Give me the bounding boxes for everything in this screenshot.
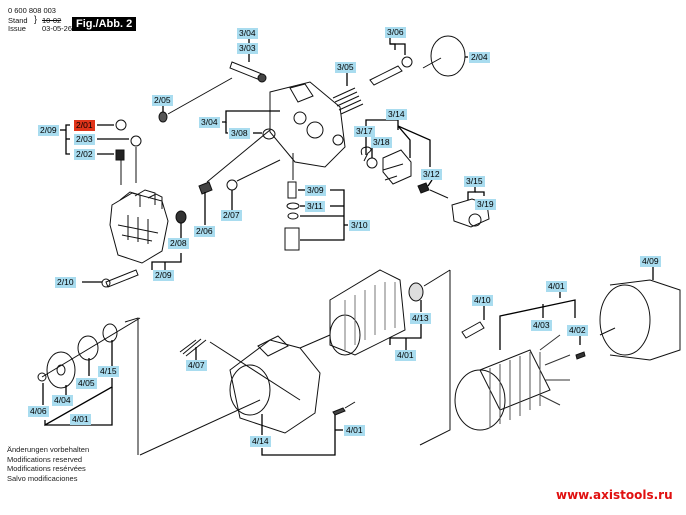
callout-4-01-screw[interactable]: 4/01 [344,425,365,436]
bearing-set [37,317,141,455]
part-number: 0 600 808 003 [8,6,56,15]
motor-cover [599,279,681,361]
callout-4-03[interactable]: 4/03 [531,320,552,331]
callout-3-09[interactable]: 3/09 [305,185,326,196]
callout-3-11[interactable]: 3/11 [305,201,325,212]
callout-2-06[interactable]: 2/06 [194,226,215,237]
callout-4-06[interactable]: 4/06 [28,406,49,417]
callout-4-10[interactable]: 4/10 [472,295,493,306]
modification-notes: Änderungen vorbehalten Modifications res… [7,445,89,483]
callout-4-07[interactable]: 4/07 [186,360,207,371]
plug-part [115,119,127,131]
callout-4-01-stator[interactable]: 4/01 [546,281,567,292]
callout-3-19[interactable]: 3/19 [475,199,496,210]
callout-2-10[interactable]: 2/10 [55,277,76,288]
callout-3-06[interactable]: 3/06 [385,27,406,38]
callout-2-05[interactable]: 2/05 [152,95,173,106]
callout-3-03[interactable]: 3/03 [237,43,258,54]
callout-4-01-armature[interactable]: 4/01 [395,350,416,361]
note-fr: Modifications resérvées [7,464,86,473]
callout-4-14[interactable]: 4/14 [250,436,271,447]
issue-label: Issue [8,24,26,33]
callout-3-04-top[interactable]: 3/04 [237,28,258,39]
callout-2-09[interactable]: 2/09 [38,125,59,136]
note-en: Modifications reserved [7,454,83,464]
callout-2-04[interactable]: 2/04 [469,52,490,63]
callout-3-08[interactable]: 3/08 [229,128,250,139]
watermark-url[interactable]: www.axistools.ru [556,488,673,502]
callout-3-12[interactable]: 3/12 [421,169,442,180]
stand-label: Stand [8,16,28,25]
callout-4-05[interactable]: 4/05 [76,378,97,389]
armature [329,269,406,356]
callout-2-02[interactable]: 2/02 [74,149,95,160]
callout-3-18[interactable]: 3/18 [371,137,392,148]
pump-valve-block [109,189,169,264]
callout-3-14[interactable]: 3/14 [386,109,407,120]
note-es: Salvo modificaciones [7,473,78,483]
callout-3-04[interactable]: 3/04 [199,117,220,128]
brace-icon: } [34,14,38,24]
callout-4-09[interactable]: 4/09 [640,256,661,267]
stator [454,334,571,431]
callout-3-05[interactable]: 3/05 [335,62,356,73]
callout-3-10[interactable]: 3/10 [349,220,370,231]
callout-3-17[interactable]: 3/17 [354,126,375,137]
motor-housing [229,335,321,434]
figure-label: Fig./Abb. 2 [72,17,137,31]
pump-body [229,61,346,168]
issue-date: 03-05-26 [42,24,73,33]
callout-2-07[interactable]: 2/07 [221,210,242,221]
callout-4-02[interactable]: 4/02 [567,325,588,336]
callout-4-04[interactable]: 4/04 [52,395,73,406]
callout-4-01-bearings[interactable]: 4/01 [70,414,91,425]
callout-2-09-bottom[interactable]: 2/09 [153,270,174,281]
old-date: 10-02 [42,16,62,25]
callout-4-13[interactable]: 4/13 [410,313,431,324]
callout-2-03[interactable]: 2/03 [74,134,95,145]
callout-2-01-highlighted[interactable]: 2/01 [74,120,95,131]
note-de: Änderungen vorbehalten [7,445,90,454]
callout-2-08[interactable]: 2/08 [168,238,189,249]
callout-3-15[interactable]: 3/15 [464,176,485,187]
spring [332,87,364,115]
callout-4-15[interactable]: 4/15 [98,366,119,377]
